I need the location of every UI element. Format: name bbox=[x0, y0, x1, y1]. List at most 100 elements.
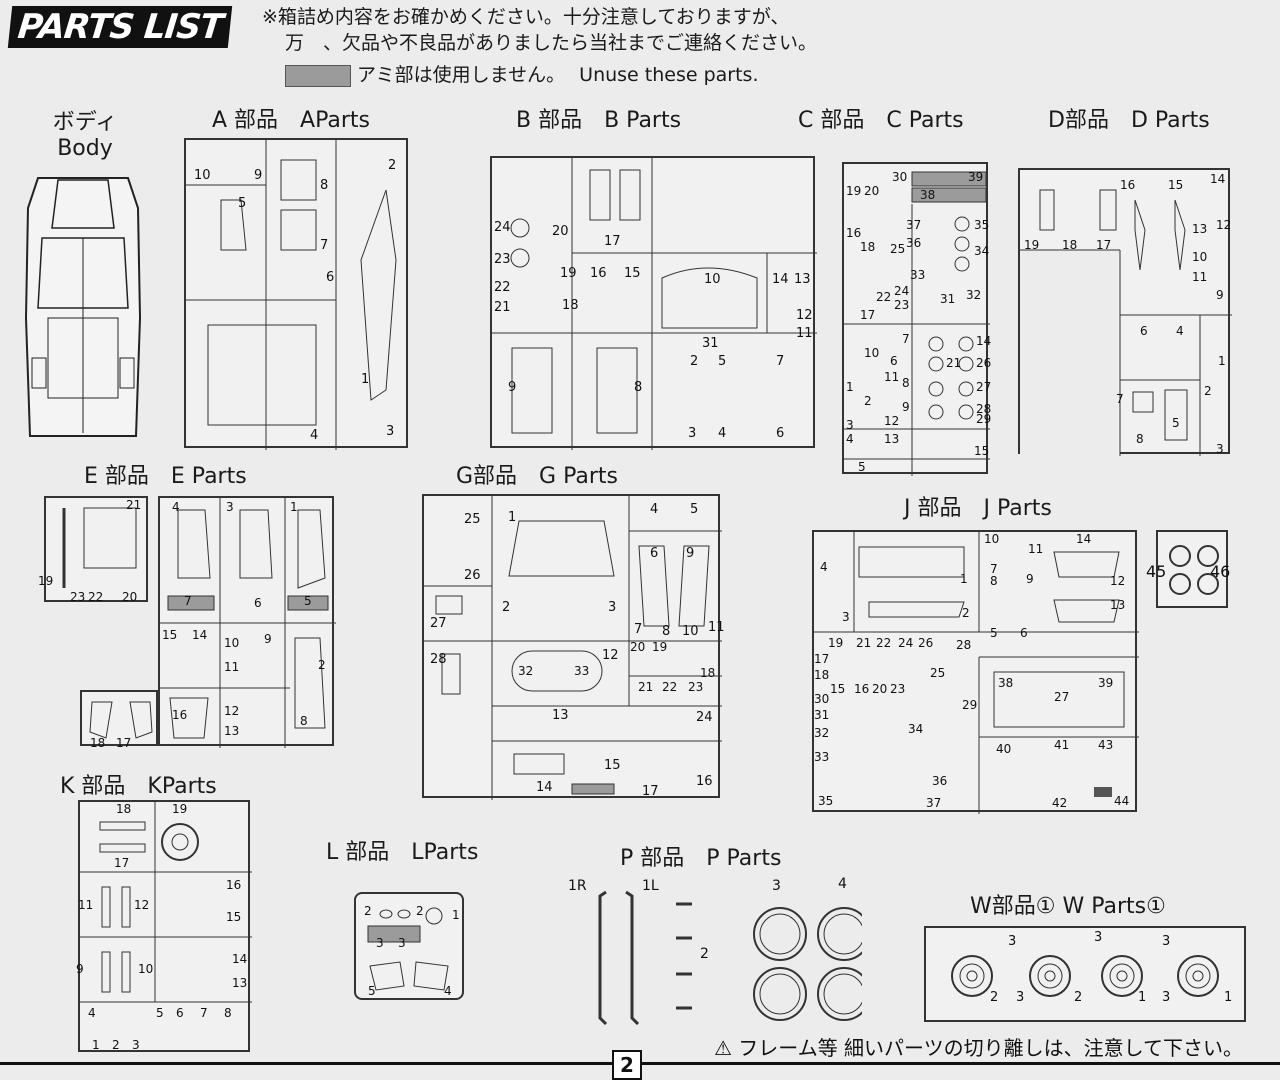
p-parts-group: 1R 1L 2 3 4 bbox=[562, 876, 871, 1028]
part-number: 3 bbox=[842, 610, 850, 624]
notice-line-2: 万 、欠品や不良品がありましたら当社までご連絡ください。 bbox=[285, 32, 818, 54]
part-number: 13 bbox=[794, 272, 811, 287]
part-number: 3 bbox=[132, 1038, 140, 1052]
part-number: 13 bbox=[552, 708, 569, 723]
part-number: 14 bbox=[1076, 532, 1092, 546]
part-number: 32 bbox=[966, 288, 982, 302]
part-number: 12 bbox=[224, 704, 240, 718]
part-number: 12 bbox=[602, 648, 619, 663]
part-number: 14 bbox=[1210, 172, 1226, 186]
part-number: 5 bbox=[238, 196, 247, 211]
part-number: 20 bbox=[864, 184, 880, 198]
part-number: 19 bbox=[846, 184, 862, 198]
part-number: 12 bbox=[1216, 218, 1232, 232]
w-parts-runner: 3 3 2 3 2 3 1 3 1 bbox=[924, 926, 1246, 1022]
part-number: 14 bbox=[232, 952, 248, 966]
part-number: 20 bbox=[630, 640, 646, 654]
part-number: 9 bbox=[264, 632, 272, 646]
part-number: 24 bbox=[494, 220, 511, 235]
part-number: 7 bbox=[184, 594, 192, 608]
part-number: 34 bbox=[974, 244, 990, 258]
part-number: 23 bbox=[494, 252, 511, 267]
part-number: 18 bbox=[90, 736, 106, 750]
part-number: 39 bbox=[1098, 676, 1114, 690]
l-parts-runner: 2 2 3 3 1 5 4 bbox=[354, 892, 464, 1000]
part-number: 2 bbox=[112, 1038, 120, 1052]
part-number: 17 bbox=[860, 308, 876, 322]
part-number: 42 bbox=[1052, 796, 1068, 810]
part-number: 20 bbox=[872, 682, 888, 696]
part-number: 1 bbox=[361, 372, 370, 387]
part-number: 22 bbox=[876, 290, 892, 304]
part-number: 18 bbox=[814, 668, 830, 682]
c-parts-runner: 19 20 30 39 38 18 37 36 35 34 33 32 31 2… bbox=[842, 162, 992, 476]
part-number: 3 bbox=[1016, 990, 1025, 1005]
part-number: 14 bbox=[536, 780, 553, 795]
part-number: 13 bbox=[1110, 598, 1126, 612]
part-number: 4 bbox=[444, 984, 452, 998]
part-number: 1 bbox=[1224, 990, 1233, 1005]
part-number: 32 bbox=[518, 664, 534, 678]
part-number: 6 bbox=[176, 1006, 184, 1020]
part-number: 3 bbox=[1162, 990, 1171, 1005]
part-number: 44 bbox=[1114, 794, 1130, 808]
part-number: 18 bbox=[1062, 238, 1078, 252]
part-number: 12 bbox=[134, 898, 150, 912]
part-number: 29 bbox=[976, 412, 992, 426]
part-number: 14 bbox=[192, 628, 208, 642]
part-number: 19 bbox=[560, 266, 577, 281]
part-number: 23 bbox=[688, 680, 704, 694]
part-number: 21 bbox=[856, 636, 872, 650]
part-number: 10 bbox=[864, 346, 880, 360]
section-l-label: L 部品 LParts bbox=[326, 840, 479, 865]
part-number: 15 bbox=[974, 444, 990, 458]
part-number: 20 bbox=[552, 224, 569, 239]
part-number: 14 bbox=[976, 334, 992, 348]
part-number: 1L bbox=[642, 878, 659, 894]
part-number: 11 bbox=[224, 660, 240, 674]
k-parts-runner: 18 19 17 16 15 11 12 9 10 14 13 4 5 6 7 … bbox=[76, 800, 252, 1052]
part-number: 2 bbox=[864, 394, 872, 408]
part-number: 21 bbox=[638, 680, 654, 694]
part-number: 2 bbox=[416, 904, 424, 918]
part-number: 5 bbox=[718, 354, 727, 369]
part-number: 35 bbox=[818, 794, 834, 808]
footer-warning-text: フレーム等 細いパーツの切り離しは、注意して下さい。 bbox=[738, 1036, 1244, 1060]
warning-icon: ⚠ bbox=[714, 1036, 732, 1060]
part-number: 5 bbox=[368, 984, 376, 998]
part-number: 16 bbox=[854, 682, 870, 696]
part-number: 11 bbox=[884, 370, 900, 384]
part-number: 4 bbox=[820, 560, 828, 574]
part-number: 3 bbox=[376, 936, 384, 950]
part-number: 2 bbox=[690, 354, 699, 369]
part-number: 37 bbox=[926, 796, 942, 810]
part-number: 17 bbox=[114, 856, 130, 870]
part-number: 8 bbox=[224, 1006, 232, 1020]
section-k-label: K 部品 KParts bbox=[60, 774, 217, 799]
part-number: 11 bbox=[1192, 270, 1208, 284]
part-number: 29 bbox=[962, 698, 978, 712]
part-number: 4 bbox=[88, 1006, 96, 1020]
part-number: 30 bbox=[814, 692, 830, 706]
part-number: 7 bbox=[1116, 392, 1124, 406]
part-number: 28 bbox=[956, 638, 972, 652]
part-number: 12 bbox=[1110, 574, 1126, 588]
part-number: 7 bbox=[990, 562, 998, 576]
part-number: 10 bbox=[704, 272, 721, 287]
part-number: 8 bbox=[320, 178, 329, 193]
part-number: 28 bbox=[430, 652, 447, 667]
part-number: 19 bbox=[38, 574, 54, 588]
part-number: 6 bbox=[1020, 626, 1028, 640]
section-a-label: A 部品 AParts bbox=[212, 108, 370, 133]
part-number: 15 bbox=[624, 266, 641, 281]
part-number: 8 bbox=[300, 714, 308, 728]
e-parts-runner-corner: 18 17 bbox=[80, 690, 158, 750]
part-number: 22 bbox=[494, 280, 511, 295]
part-number: 15 bbox=[162, 628, 178, 642]
part-number: 7 bbox=[776, 354, 785, 369]
part-number: 17 bbox=[604, 234, 621, 249]
part-number: 2 bbox=[962, 606, 970, 620]
part-number: 27 bbox=[976, 380, 992, 394]
section-j-label: J 部品 J Parts bbox=[904, 496, 1052, 521]
part-number: 31 bbox=[702, 336, 719, 351]
